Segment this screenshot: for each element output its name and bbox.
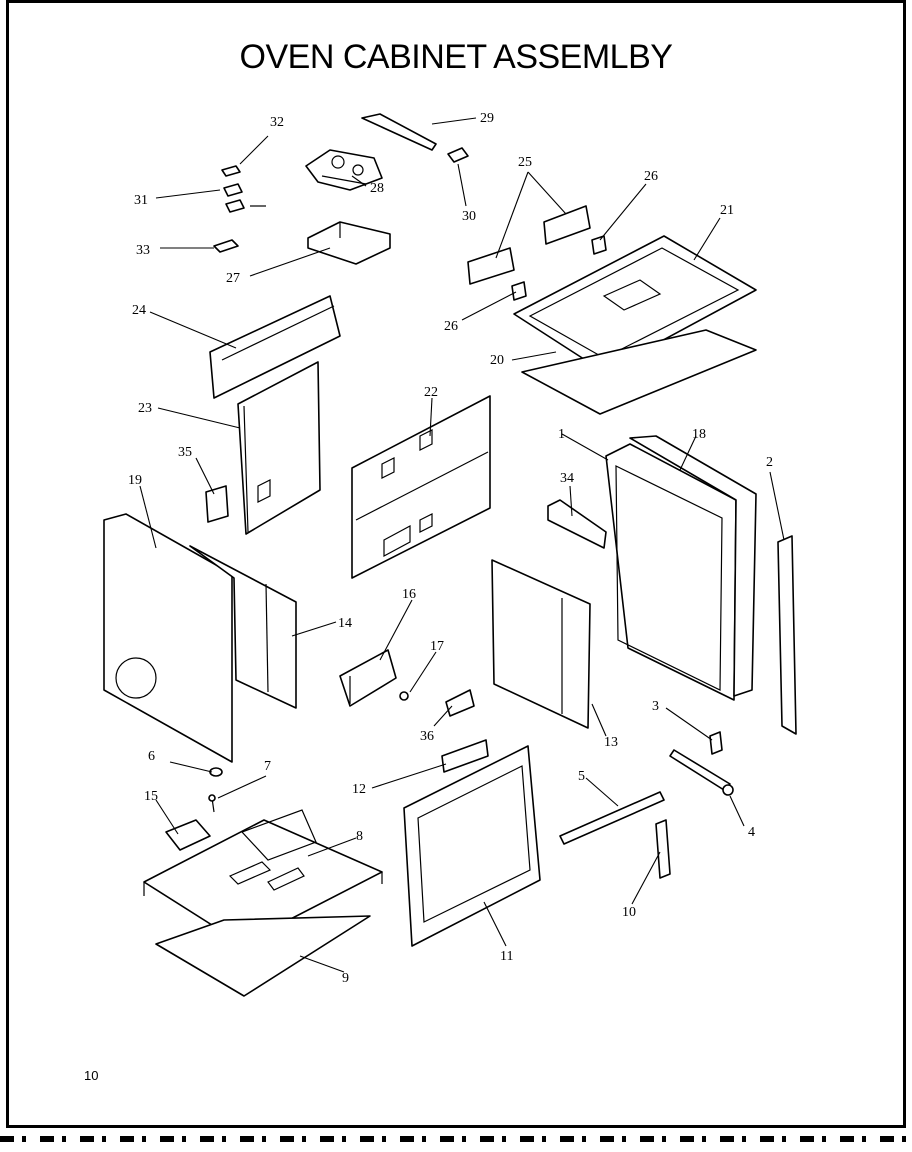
callout-5: 5 <box>578 769 585 784</box>
callout-32: 32 <box>270 115 284 130</box>
scan-edge-artifact <box>0 1136 912 1142</box>
part-34 <box>547 499 607 549</box>
callout-labels: 32 29 31 28 25 26 21 30 33 27 24 26 20 2… <box>128 111 773 986</box>
callout-26b: 26 <box>444 319 458 334</box>
part-22 <box>351 395 491 579</box>
part-10 <box>655 819 671 879</box>
callout-25: 25 <box>518 155 532 170</box>
callout-36: 36 <box>420 729 434 744</box>
part-13 <box>491 559 591 729</box>
callout-35: 35 <box>178 445 192 460</box>
callout-2: 2 <box>766 455 773 470</box>
part-16 <box>339 649 397 707</box>
callout-4: 4 <box>748 825 755 840</box>
callout-15: 15 <box>144 789 158 804</box>
part-5 <box>559 791 665 845</box>
callout-33: 33 <box>136 243 150 258</box>
diagram-title: OVEN CABINET ASSEMLBY <box>239 38 673 76</box>
part-31 <box>223 183 266 213</box>
callout-27: 27 <box>226 271 240 286</box>
callout-17: 17 <box>430 639 444 654</box>
callout-34: 34 <box>560 471 574 486</box>
callout-23: 23 <box>138 401 152 416</box>
leader-lines <box>139 117 785 973</box>
part-35 <box>205 485 229 523</box>
callout-13: 13 <box>604 735 618 750</box>
part-12 <box>441 739 489 773</box>
part-19 <box>103 513 233 763</box>
callout-14: 14 <box>338 616 352 631</box>
page-border <box>6 0 906 1128</box>
callout-9: 9 <box>342 971 349 986</box>
part-18 <box>629 435 757 697</box>
callout-7: 7 <box>264 759 271 774</box>
callout-6: 6 <box>148 749 155 764</box>
callout-16: 16 <box>402 587 416 602</box>
callout-28: 28 <box>370 181 384 196</box>
callout-30: 30 <box>462 209 476 224</box>
part-29 <box>361 113 437 151</box>
part-32 <box>221 165 241 177</box>
callout-12: 12 <box>352 782 366 797</box>
callout-29: 29 <box>480 111 494 126</box>
callout-24: 24 <box>132 303 146 318</box>
callout-20: 20 <box>490 353 504 368</box>
callout-19: 19 <box>128 473 142 488</box>
part-17 <box>399 691 409 701</box>
callout-11: 11 <box>500 949 513 964</box>
callout-22: 22 <box>424 385 438 400</box>
part-14 <box>189 545 297 709</box>
part-7 <box>208 794 216 813</box>
part-36 <box>445 689 475 717</box>
callout-18: 18 <box>692 427 706 442</box>
part-4 <box>669 749 734 796</box>
callout-3: 3 <box>652 699 659 714</box>
part-20 <box>521 329 757 415</box>
part-21 <box>513 235 757 373</box>
part-26 <box>511 235 607 301</box>
part-24 <box>209 295 341 399</box>
part-30 <box>447 147 469 163</box>
part-11 <box>403 745 541 947</box>
part-9 <box>155 915 371 997</box>
part-2 <box>777 535 797 735</box>
callout-10: 10 <box>622 905 636 920</box>
part-25 <box>467 205 591 285</box>
callout-1: 1 <box>558 427 565 442</box>
page-number: 10 <box>84 1068 99 1083</box>
part-27 <box>307 221 391 265</box>
callout-26a: 26 <box>644 169 658 184</box>
part-23 <box>237 361 321 535</box>
part-3 <box>709 731 723 755</box>
callout-21: 21 <box>720 203 734 218</box>
callout-8: 8 <box>356 829 363 844</box>
callout-31: 31 <box>134 193 148 208</box>
part-15 <box>165 819 211 851</box>
part-28 <box>305 149 383 191</box>
part-33 <box>213 239 239 253</box>
